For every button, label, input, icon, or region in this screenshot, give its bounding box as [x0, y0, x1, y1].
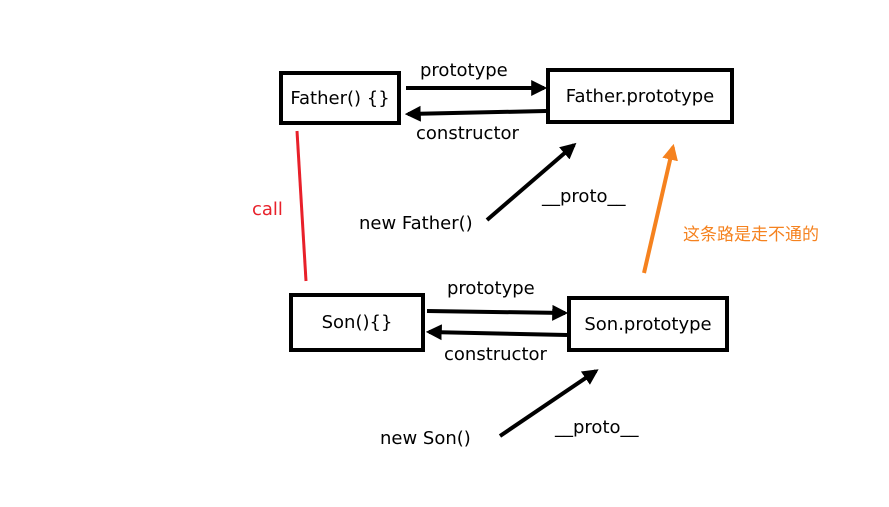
proto-label-bottom: __proto__: [555, 417, 639, 438]
son-prototype-box: Son.prototype: [567, 296, 729, 352]
new-son-label: new Son(): [380, 428, 471, 449]
proto-label-top: __proto__: [542, 186, 626, 207]
blocked-path-arrow: [642, 143, 678, 274]
new-father-label: new Father(): [359, 213, 473, 234]
proto-arrow-top: [485, 142, 577, 222]
call-line: [295, 130, 308, 282]
son-box-label: Son(){}: [321, 312, 393, 333]
constructor-arrow-top: [404, 105, 547, 122]
proto-arrow-bottom: [498, 369, 599, 438]
prototype-label-top: prototype: [420, 60, 508, 81]
father-box-label: Father() {}: [290, 87, 390, 109]
constructor-arrow-bottom: [425, 324, 568, 341]
son-prototype-box-label: Son.prototype: [584, 313, 712, 335]
constructor-label-top: constructor: [416, 123, 519, 144]
son-box: Son(){}: [289, 293, 425, 352]
father-prototype-box: Father.prototype: [546, 68, 734, 124]
blocked-path-note: 这条路是走不通的: [683, 225, 819, 245]
call-label: call: [252, 199, 283, 220]
constructor-label-bottom: constructor: [444, 344, 547, 365]
father-box: Father() {}: [279, 71, 401, 125]
prototype-arrow-bottom: [426, 304, 569, 321]
prototype-label-bottom: prototype: [447, 278, 535, 299]
father-prototype-box-label: Father.prototype: [565, 85, 715, 107]
